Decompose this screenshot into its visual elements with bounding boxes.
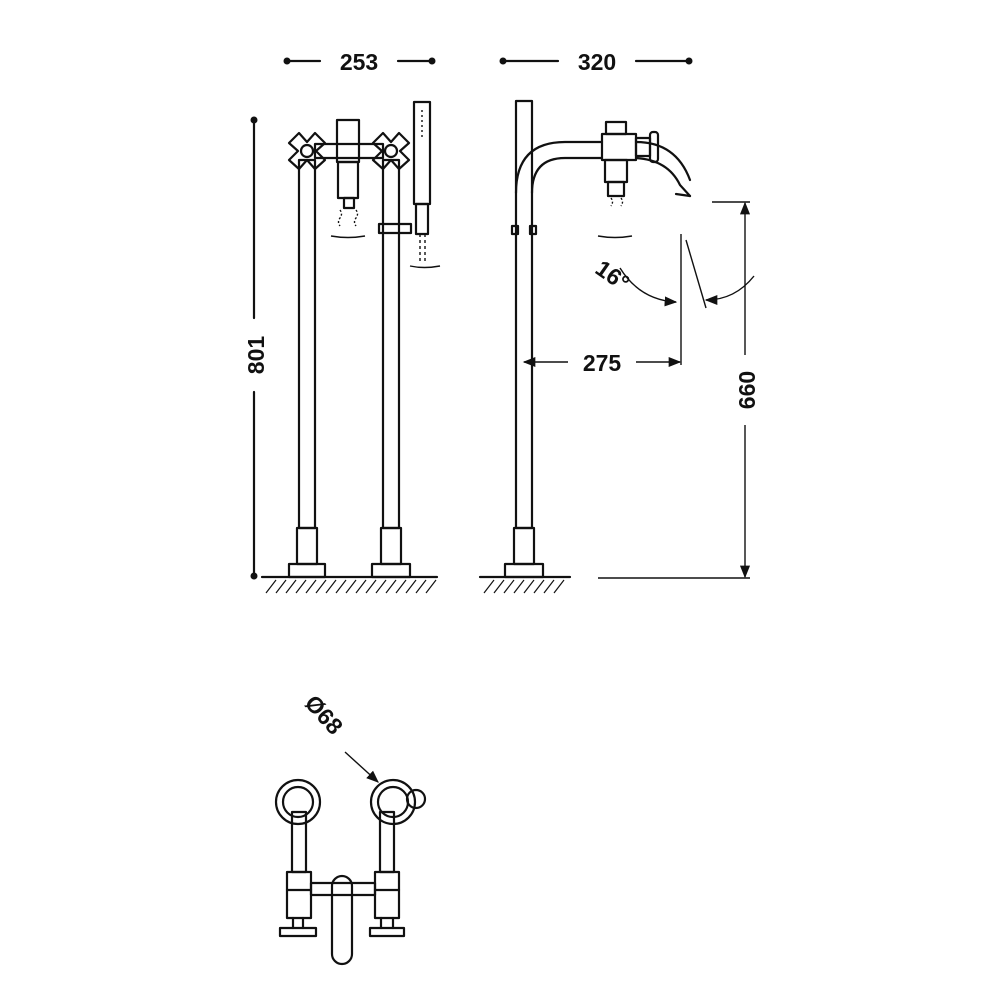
- dimension-angle-16-label: 16°: [591, 255, 634, 296]
- dimension-801: 801: [243, 116, 269, 580]
- central-mixer: [313, 118, 385, 239]
- front-view: [260, 100, 441, 594]
- dimension-253-label: 253: [340, 49, 378, 75]
- dimension-275-label: 275: [583, 350, 622, 376]
- dimension-320-label: 320: [578, 49, 616, 75]
- hand-shower: [409, 100, 441, 269]
- dimension-275: 275: [522, 350, 682, 376]
- dimension-320: 320: [499, 49, 693, 75]
- dimension-angle-16: 16°: [591, 234, 755, 365]
- dimension-801-label: 801: [243, 336, 269, 375]
- dimension-253: 253: [283, 49, 436, 75]
- floor-hatch-front: [265, 579, 437, 594]
- left-pillar: [287, 131, 327, 579]
- floor-hatch-side: [483, 579, 565, 594]
- right-pillar: [370, 131, 413, 579]
- curved-arm: [514, 140, 604, 195]
- spout: [634, 140, 692, 198]
- dimension-660-label: 660: [734, 371, 760, 409]
- dimension-diameter-label: Ø68: [300, 690, 349, 740]
- side-pillar: [503, 99, 545, 579]
- dimension-660: 660: [734, 201, 760, 579]
- left-base-circle: [274, 778, 322, 826]
- top-view: Ø68: [274, 690, 427, 966]
- side-mixer: [597, 120, 660, 239]
- side-view: [478, 99, 750, 594]
- top-mixer-body: [278, 870, 406, 966]
